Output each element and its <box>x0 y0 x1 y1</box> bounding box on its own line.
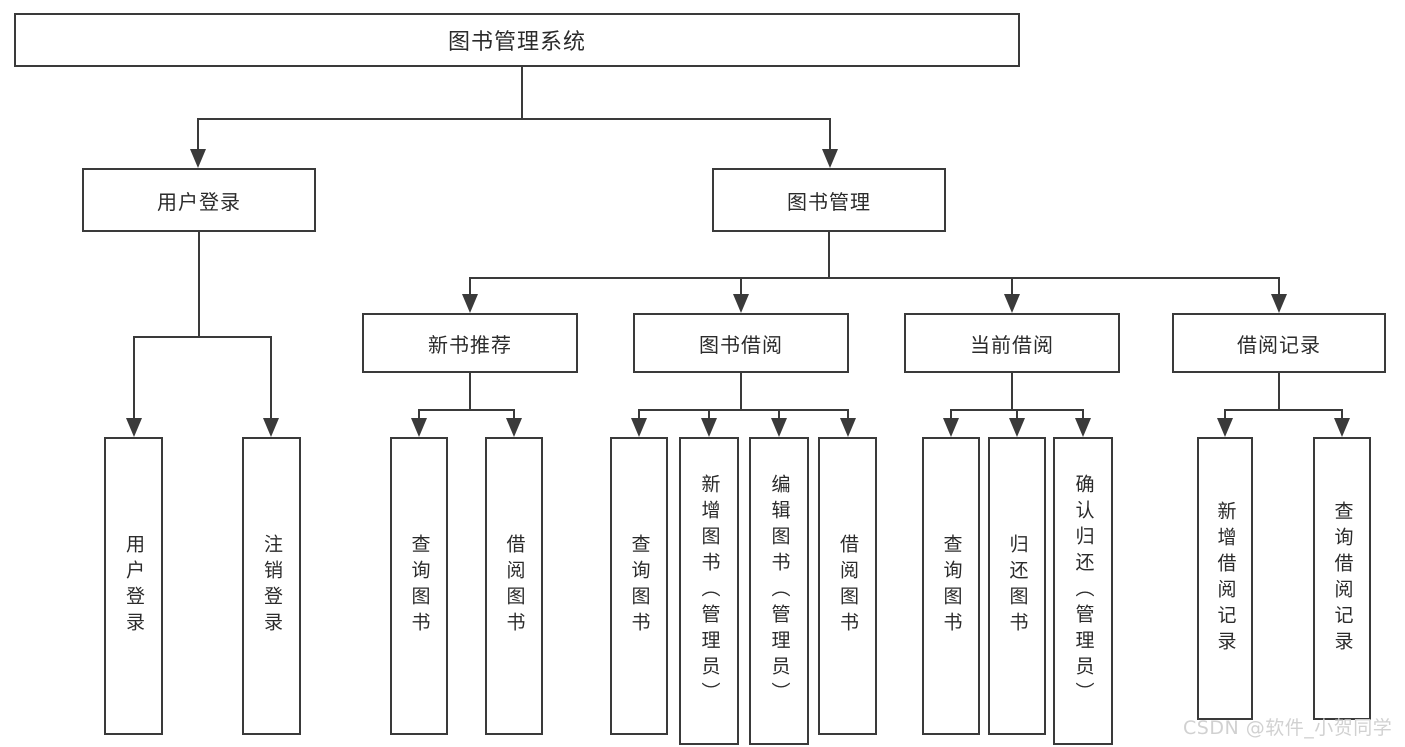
leaf-label: 用户登录 <box>123 534 145 638</box>
connector-user-login-drop <box>197 118 199 150</box>
connector-groupB-drop2 <box>708 409 710 420</box>
leaf-add-borrow-record: 新增借阅记录 <box>1197 437 1253 720</box>
connector-groupB-drop1 <box>638 409 640 420</box>
connector-groupB-drop3 <box>778 409 780 420</box>
connector-groupC-stem <box>1011 373 1013 410</box>
connector-level2-bracket <box>469 277 1280 279</box>
leaf-label: 编辑图书（管理员） <box>768 474 791 708</box>
connector-groupA-bracket <box>418 409 515 411</box>
leaf-label: 查询借阅记录 <box>1331 500 1354 657</box>
connector-groupC-drop3 <box>1082 409 1084 420</box>
leaf-label: 查询图书 <box>940 534 963 638</box>
node-current-borrowing: 当前借阅 <box>904 313 1120 373</box>
connector-groupB-drop4 <box>847 409 849 420</box>
leaf-user-login: 用户登录 <box>104 437 163 735</box>
connector-groupD-stem <box>1278 373 1280 410</box>
connector-groupC-drop1 <box>950 409 952 420</box>
leaf-confirm-return-admin: 确认归还（管理员） <box>1053 437 1113 745</box>
node-label: 借阅记录 <box>1237 332 1321 357</box>
node-label: 图书管理系统 <box>447 30 586 55</box>
connector-borrow-drop <box>740 277 742 296</box>
leaf-borrow-books-b: 借阅图书 <box>818 437 877 735</box>
connector-root-stem <box>521 67 523 119</box>
arrowhead-groupB-leaf4 <box>840 418 856 437</box>
connector-groupD-drop1 <box>1224 409 1226 420</box>
connector-groupC-drop2 <box>1016 409 1018 420</box>
arrowhead-user-login <box>190 149 206 168</box>
leaf-label: 查询图书 <box>628 534 651 638</box>
leaf-borrow-books-a: 借阅图书 <box>485 437 543 735</box>
leaf-query-books-a: 查询图书 <box>390 437 448 735</box>
node-book-management: 图书管理 <box>712 168 946 232</box>
leaf-label: 借阅图书 <box>837 534 859 638</box>
arrowhead-leaf-logout <box>263 418 279 437</box>
leaf-label: 归还图书 <box>1006 534 1029 638</box>
connector-groupA-drop2 <box>513 409 515 420</box>
node-borrow-records: 借阅记录 <box>1172 313 1386 373</box>
leaf-query-books-b: 查询图书 <box>610 437 668 735</box>
connector-newbook-drop <box>469 277 471 296</box>
node-user-login: 用户登录 <box>82 168 316 232</box>
leaf-logout: 注销登录 <box>242 437 301 735</box>
leaf-label: 借阅图书 <box>503 534 526 638</box>
connector-groupA-stem <box>469 373 471 410</box>
leaf-label: 新增图书（管理员） <box>698 474 721 708</box>
leaf-return-books: 归还图书 <box>988 437 1046 735</box>
connector-groupD-bracket <box>1224 409 1343 411</box>
arrowhead-groupB-leaf1 <box>631 418 647 437</box>
leaf-edit-book-admin: 编辑图书（管理员） <box>749 437 809 745</box>
node-label: 当前借阅 <box>970 332 1054 357</box>
connector-level1-bracket <box>197 118 831 120</box>
arrowhead-leaf-login <box>126 418 142 437</box>
connector-leaf-logout-drop <box>270 336 272 420</box>
arrowhead-groupD-leaf2 <box>1334 418 1350 437</box>
connector-user-login-stem <box>198 232 200 337</box>
node-book-borrowing: 图书借阅 <box>633 313 849 373</box>
leaf-label: 查询图书 <box>408 534 431 638</box>
leaf-label: 确认归还（管理员） <box>1072 474 1095 708</box>
node-label: 图书借阅 <box>699 332 783 357</box>
arrowhead-groupB-leaf3 <box>771 418 787 437</box>
connector-groupB-bracket <box>638 409 849 411</box>
node-new-book-recommend: 新书推荐 <box>362 313 578 373</box>
connector-records-drop <box>1278 277 1280 296</box>
arrowhead-records <box>1271 294 1287 313</box>
node-label: 用户登录 <box>157 189 241 214</box>
connector-groupD-drop2 <box>1341 409 1343 420</box>
arrowhead-groupB-leaf2 <box>701 418 717 437</box>
leaf-label: 新增借阅记录 <box>1214 500 1237 657</box>
arrowhead-borrow <box>733 294 749 313</box>
arrowhead-groupA-leaf1 <box>411 418 427 437</box>
connector-user-login-bracket <box>133 336 272 338</box>
arrowhead-groupD-leaf1 <box>1217 418 1233 437</box>
node-root-library-system: 图书管理系统 <box>14 13 1020 67</box>
connector-book-mgmt-stem <box>828 232 830 278</box>
arrowhead-groupC-leaf2 <box>1009 418 1025 437</box>
connector-book-mgmt-drop <box>829 118 831 150</box>
node-label: 新书推荐 <box>428 332 512 357</box>
leaf-add-book-admin: 新增图书（管理员） <box>679 437 739 745</box>
arrowhead-groupA-leaf2 <box>506 418 522 437</box>
connector-groupA-drop1 <box>418 409 420 420</box>
node-label: 图书管理 <box>787 189 871 214</box>
arrowhead-newbook <box>462 294 478 313</box>
csdn-watermark: CSDN @软件_小贺同学 <box>1183 717 1393 739</box>
connector-groupB-stem <box>740 373 742 410</box>
arrowhead-book-mgmt <box>822 149 838 168</box>
connector-leaf-login-drop <box>133 336 135 420</box>
arrowhead-current <box>1004 294 1020 313</box>
leaf-label: 注销登录 <box>261 534 283 638</box>
connector-current-drop <box>1011 277 1013 296</box>
arrowhead-groupC-leaf1 <box>943 418 959 437</box>
arrowhead-groupC-leaf3 <box>1075 418 1091 437</box>
leaf-query-books-c: 查询图书 <box>922 437 980 735</box>
leaf-query-borrow-record: 查询借阅记录 <box>1313 437 1371 720</box>
